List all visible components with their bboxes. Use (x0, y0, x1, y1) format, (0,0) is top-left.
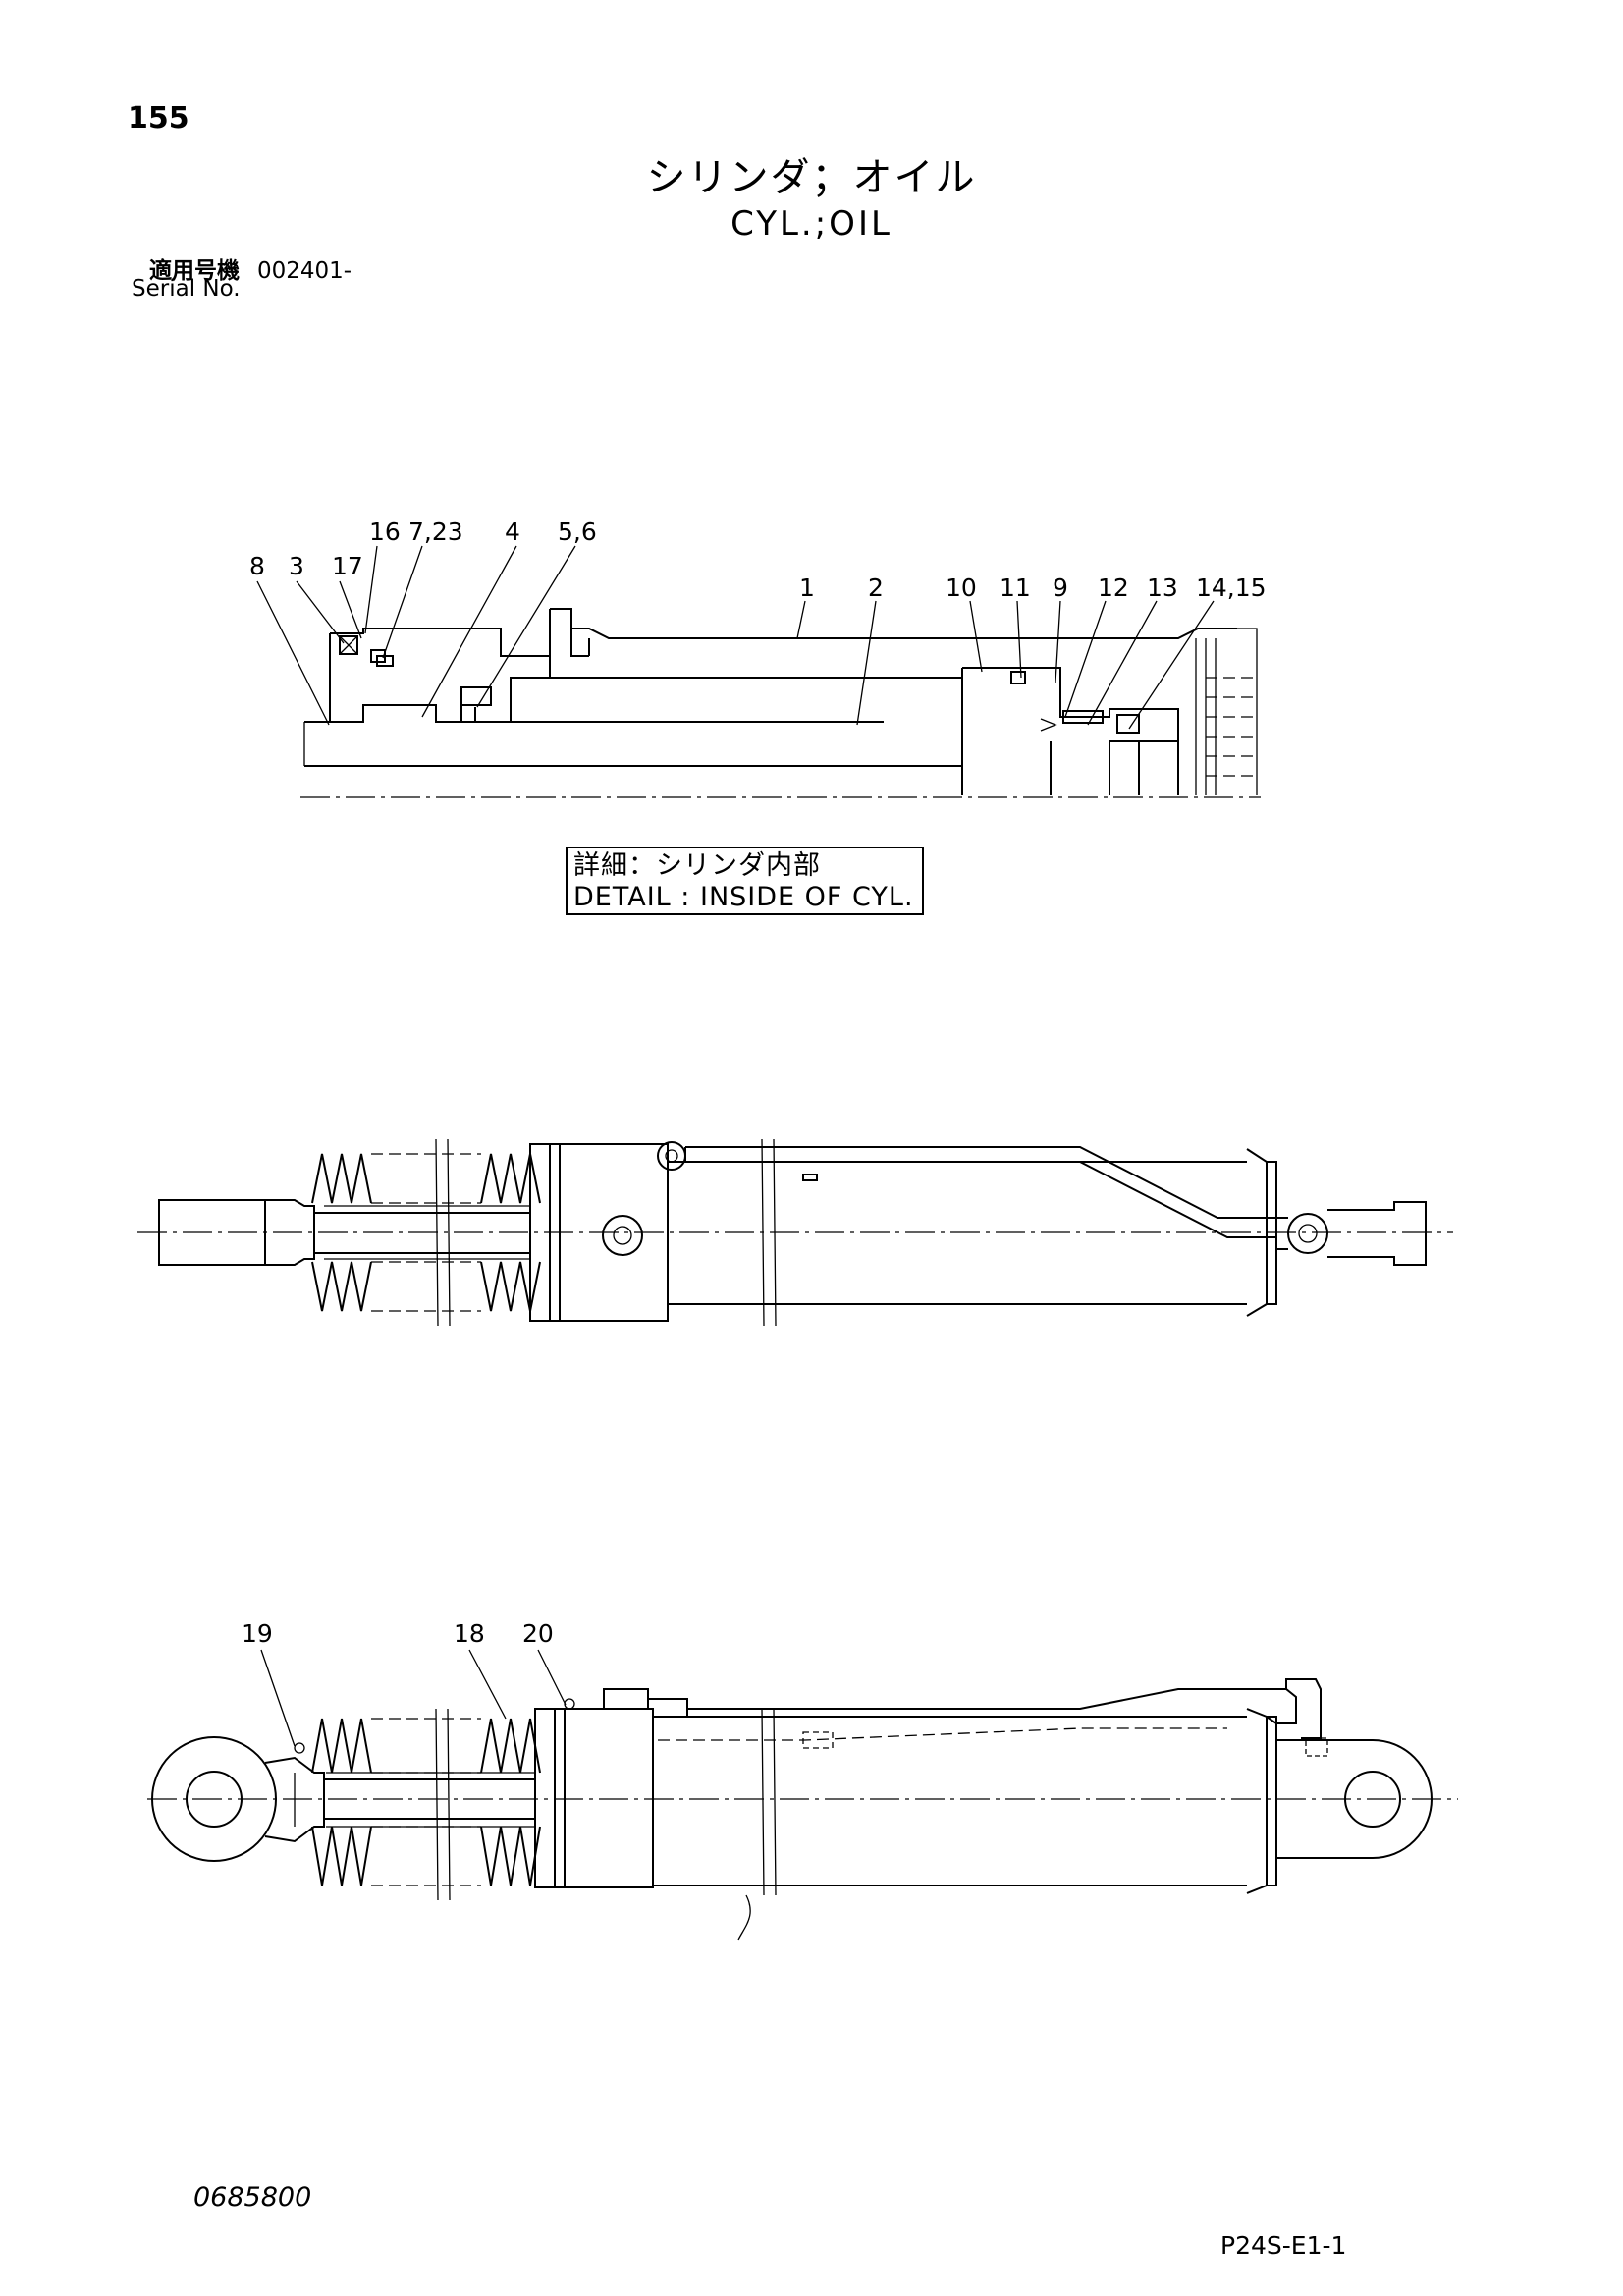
detail-caption: 詳細：シリンダ内部 DETAIL : INSIDE OF CYL. (566, 847, 924, 915)
serial-row-jp: 適用号機 002401- (149, 251, 352, 285)
page-code: P24S-E1-1 (1220, 2231, 1347, 2260)
callout-label: 12 (1098, 574, 1129, 602)
callout-label: 9 (1053, 574, 1068, 602)
callout-label: 13 (1147, 574, 1178, 602)
detail-section-drawing: 8 3 17 16 7,23 4 5,6 1 2 10 11 9 12 13 1… (249, 518, 1267, 798)
callout-label: 4 (505, 518, 520, 546)
serial-label-jp: 適用号機 (149, 258, 240, 284)
callout-label: 20 (522, 1619, 554, 1648)
callout-label: 7,23 (408, 518, 463, 546)
callout-label: 19 (242, 1619, 273, 1648)
detail-caption-en: DETAIL : INSIDE OF CYL. (573, 882, 914, 912)
title-english: CYL.;OIL (730, 204, 893, 244)
callout-label: 3 (289, 552, 304, 580)
callout-label: 1 (799, 574, 815, 602)
serial-value: 002401- (257, 258, 352, 284)
callout-label: 18 (454, 1619, 485, 1648)
title-japanese: シリンダ；オイル (646, 155, 977, 200)
drawing-number: 0685800 (193, 2182, 312, 2213)
callout-label: 8 (249, 552, 265, 580)
callout-label: 11 (1000, 574, 1031, 602)
callout-label: 2 (868, 574, 884, 602)
cylinder-view-top (137, 1138, 1453, 1327)
callout-label: 17 (332, 552, 363, 580)
callout-label: 16 (369, 518, 401, 546)
callout-label: 14,15 (1196, 574, 1267, 602)
page-number: 155 (128, 101, 189, 136)
serial-label-en: Serial No. (132, 276, 241, 301)
callout-label: 10 (946, 574, 977, 602)
detail-caption-jp: 詳細：シリンダ内部 (573, 850, 821, 881)
callout-label: 5,6 (558, 518, 597, 546)
cylinder-view-bottom: 19 18 20 (147, 1619, 1458, 1941)
